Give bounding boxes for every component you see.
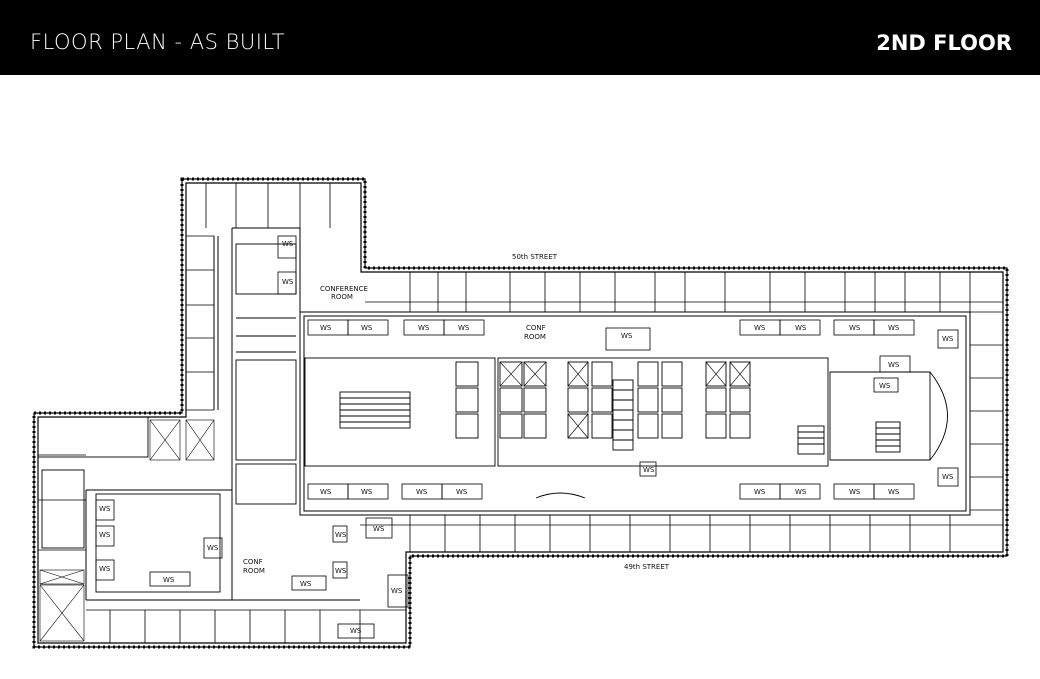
ws-label: WS [320, 324, 332, 332]
ws-label: WS [361, 488, 373, 496]
page-title: FLOOR PLAN - AS BUILT [30, 30, 286, 54]
north-street-label: 50th STREET [512, 253, 558, 261]
page-header: FLOOR PLAN - AS BUILT 2ND FLOOR [0, 0, 1040, 75]
ws-label: WS [361, 324, 373, 332]
ws-label: WS [335, 531, 347, 539]
ws-label: WS [888, 488, 900, 496]
ws-label: WS [621, 332, 633, 340]
south-street-label: 49th STREET [624, 563, 670, 571]
ws-label: WS [99, 505, 111, 513]
conference-room-label: CONFERENCE [320, 285, 368, 293]
ws-label: WS [300, 580, 312, 588]
ws-label: WS [942, 473, 954, 481]
ws-label: WS [416, 488, 428, 496]
conf-room-label: CONF [526, 324, 546, 332]
ws-label: WS [643, 466, 655, 474]
conf-room-label: ROOM [524, 333, 546, 341]
ws-label: WS [795, 324, 807, 332]
west-wing [37, 243, 297, 593]
floor-label: 2ND FLOOR [876, 31, 1012, 55]
south-offices [38, 454, 1003, 643]
ws-label: WS [282, 240, 294, 248]
north-offices [186, 183, 1003, 511]
ws-label: WS [458, 324, 470, 332]
ws-label: WS [942, 335, 954, 343]
ws-label: WS [335, 567, 347, 575]
building-core [304, 357, 948, 499]
ws-label: WS [456, 488, 468, 496]
floor-plan: 50th STREET 49th STREET CONFERENCE ROOM … [32, 177, 1009, 649]
ws-label: WS [373, 525, 385, 533]
ws-label: WS [888, 324, 900, 332]
ws-label: WS [849, 324, 861, 332]
ws-label: WS [418, 324, 430, 332]
ws-label: WS [350, 627, 362, 635]
ws-label: WS [207, 544, 219, 552]
ws-label: WS [282, 278, 294, 286]
workstations [95, 235, 959, 639]
ws-label: WS [391, 587, 403, 595]
ws-label: WS [795, 488, 807, 496]
ws-label: WS [879, 382, 891, 390]
conference-room-label: ROOM [331, 293, 353, 301]
ws-label: WS [320, 488, 332, 496]
ws-label: WS [849, 488, 861, 496]
ws-label: WS [888, 361, 900, 369]
plan-labels: 50th STREET 49th STREET CONFERENCE ROOM … [99, 240, 954, 635]
ws-label: WS [99, 531, 111, 539]
building-outline [32, 177, 1009, 649]
ws-label: WS [754, 324, 766, 332]
ws-label: WS [754, 488, 766, 496]
ws-label: WS [99, 565, 111, 573]
elevator-shafts [39, 361, 751, 642]
conf-room-label: CONF [243, 558, 263, 566]
ws-label: WS [163, 576, 175, 584]
conf-room-label: ROOM [243, 567, 265, 575]
